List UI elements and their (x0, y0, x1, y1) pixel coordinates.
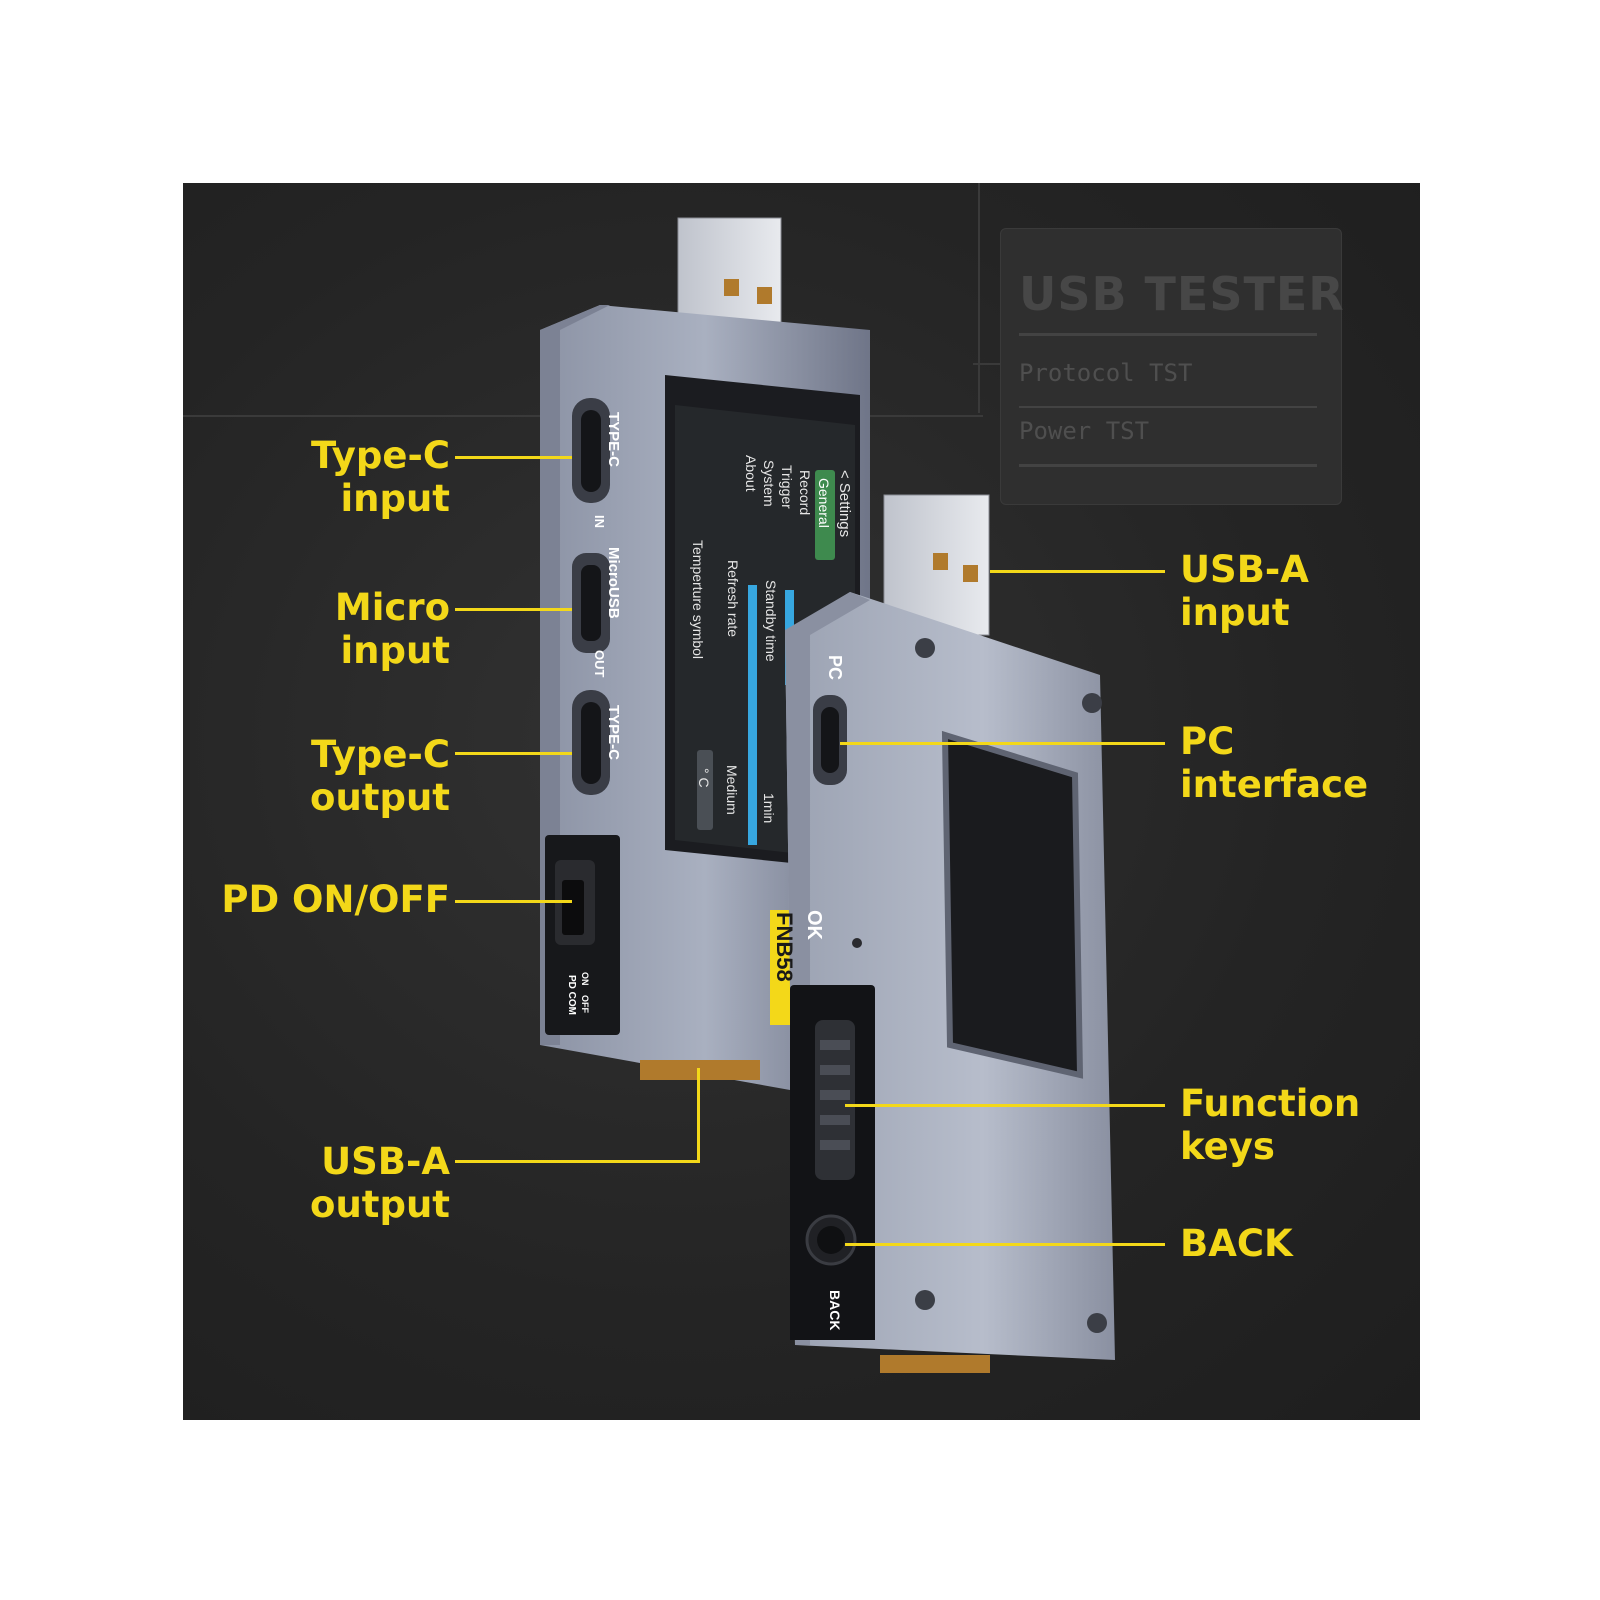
ok-label: OK (803, 910, 825, 940)
port-label-in: IN (592, 515, 607, 528)
port-label-type-c-out: TYPE-C (605, 705, 622, 761)
function-keys-wheel[interactable] (790, 985, 875, 1235)
leader-line (455, 900, 572, 903)
setting-standby-value[interactable]: 1min (761, 793, 777, 824)
leader-line (455, 456, 572, 459)
switch-label-off: OFF (580, 995, 590, 1013)
menu-active-highlight (815, 470, 835, 560)
leader-line (455, 1160, 700, 1163)
model-name: FNB58 (772, 912, 797, 982)
micro-usb-port[interactable] (572, 553, 610, 653)
port-label-out: OUT (592, 650, 607, 678)
port-label-microusb: MicroUSB (605, 547, 622, 619)
callout-pd-on-off: PD ON/OFF (221, 878, 450, 921)
pc-label: PC (825, 655, 845, 681)
switch-label-on: ON (580, 972, 590, 986)
port-label-type-c: TYPE-C (605, 412, 622, 468)
menu-item-trigger[interactable]: Trigger (779, 465, 795, 509)
setting-refresh-value[interactable]: Medium (724, 765, 740, 815)
menu-item-about[interactable]: About (743, 455, 759, 492)
leader-line (990, 570, 1165, 573)
value-box (697, 750, 713, 830)
grid-line (978, 183, 980, 413)
divider (1019, 464, 1317, 467)
divider (1019, 406, 1317, 408)
pd-switch[interactable] (545, 835, 620, 1035)
bottom-port (880, 1355, 990, 1373)
leader-line (455, 752, 572, 755)
back-label: BACK (827, 1290, 843, 1331)
type-c-input-port[interactable] (572, 398, 610, 503)
menu-header: < Settings (836, 470, 853, 538)
card-title: USB TESTER (1019, 267, 1345, 321)
progress-bar (748, 585, 757, 845)
usb-a-output-port[interactable] (640, 1060, 760, 1080)
leader-line (697, 1068, 700, 1163)
leader-line (845, 1243, 1165, 1246)
leader-line (455, 608, 572, 611)
pc-port[interactable] (813, 695, 847, 785)
back-button[interactable] (790, 1200, 875, 1340)
setting-temp-value[interactable]: ° C (696, 768, 712, 788)
setting-standby-label: Standby time (763, 580, 779, 662)
callout-back: BACK (1180, 1222, 1293, 1265)
type-c-output-port[interactable] (572, 690, 610, 795)
card-item-protocol: Protocol TST (1019, 359, 1193, 387)
setting-refresh-label: Refresh rate (725, 560, 741, 638)
divider (1019, 333, 1317, 336)
menu-item-general[interactable]: General (816, 478, 832, 528)
leader-line (845, 1104, 1165, 1107)
usb-tester-card: USB TESTER Protocol TST Power TST (1000, 228, 1345, 505)
card-item-power: Power TST (1019, 417, 1150, 445)
setting-temp-label: Temperture symbol (690, 540, 706, 660)
menu-item-system[interactable]: System (761, 460, 777, 507)
menu-item-record[interactable]: Record (797, 470, 813, 516)
leader-line (840, 742, 1165, 745)
switch-label-pd-com: PD COM (566, 975, 577, 1015)
